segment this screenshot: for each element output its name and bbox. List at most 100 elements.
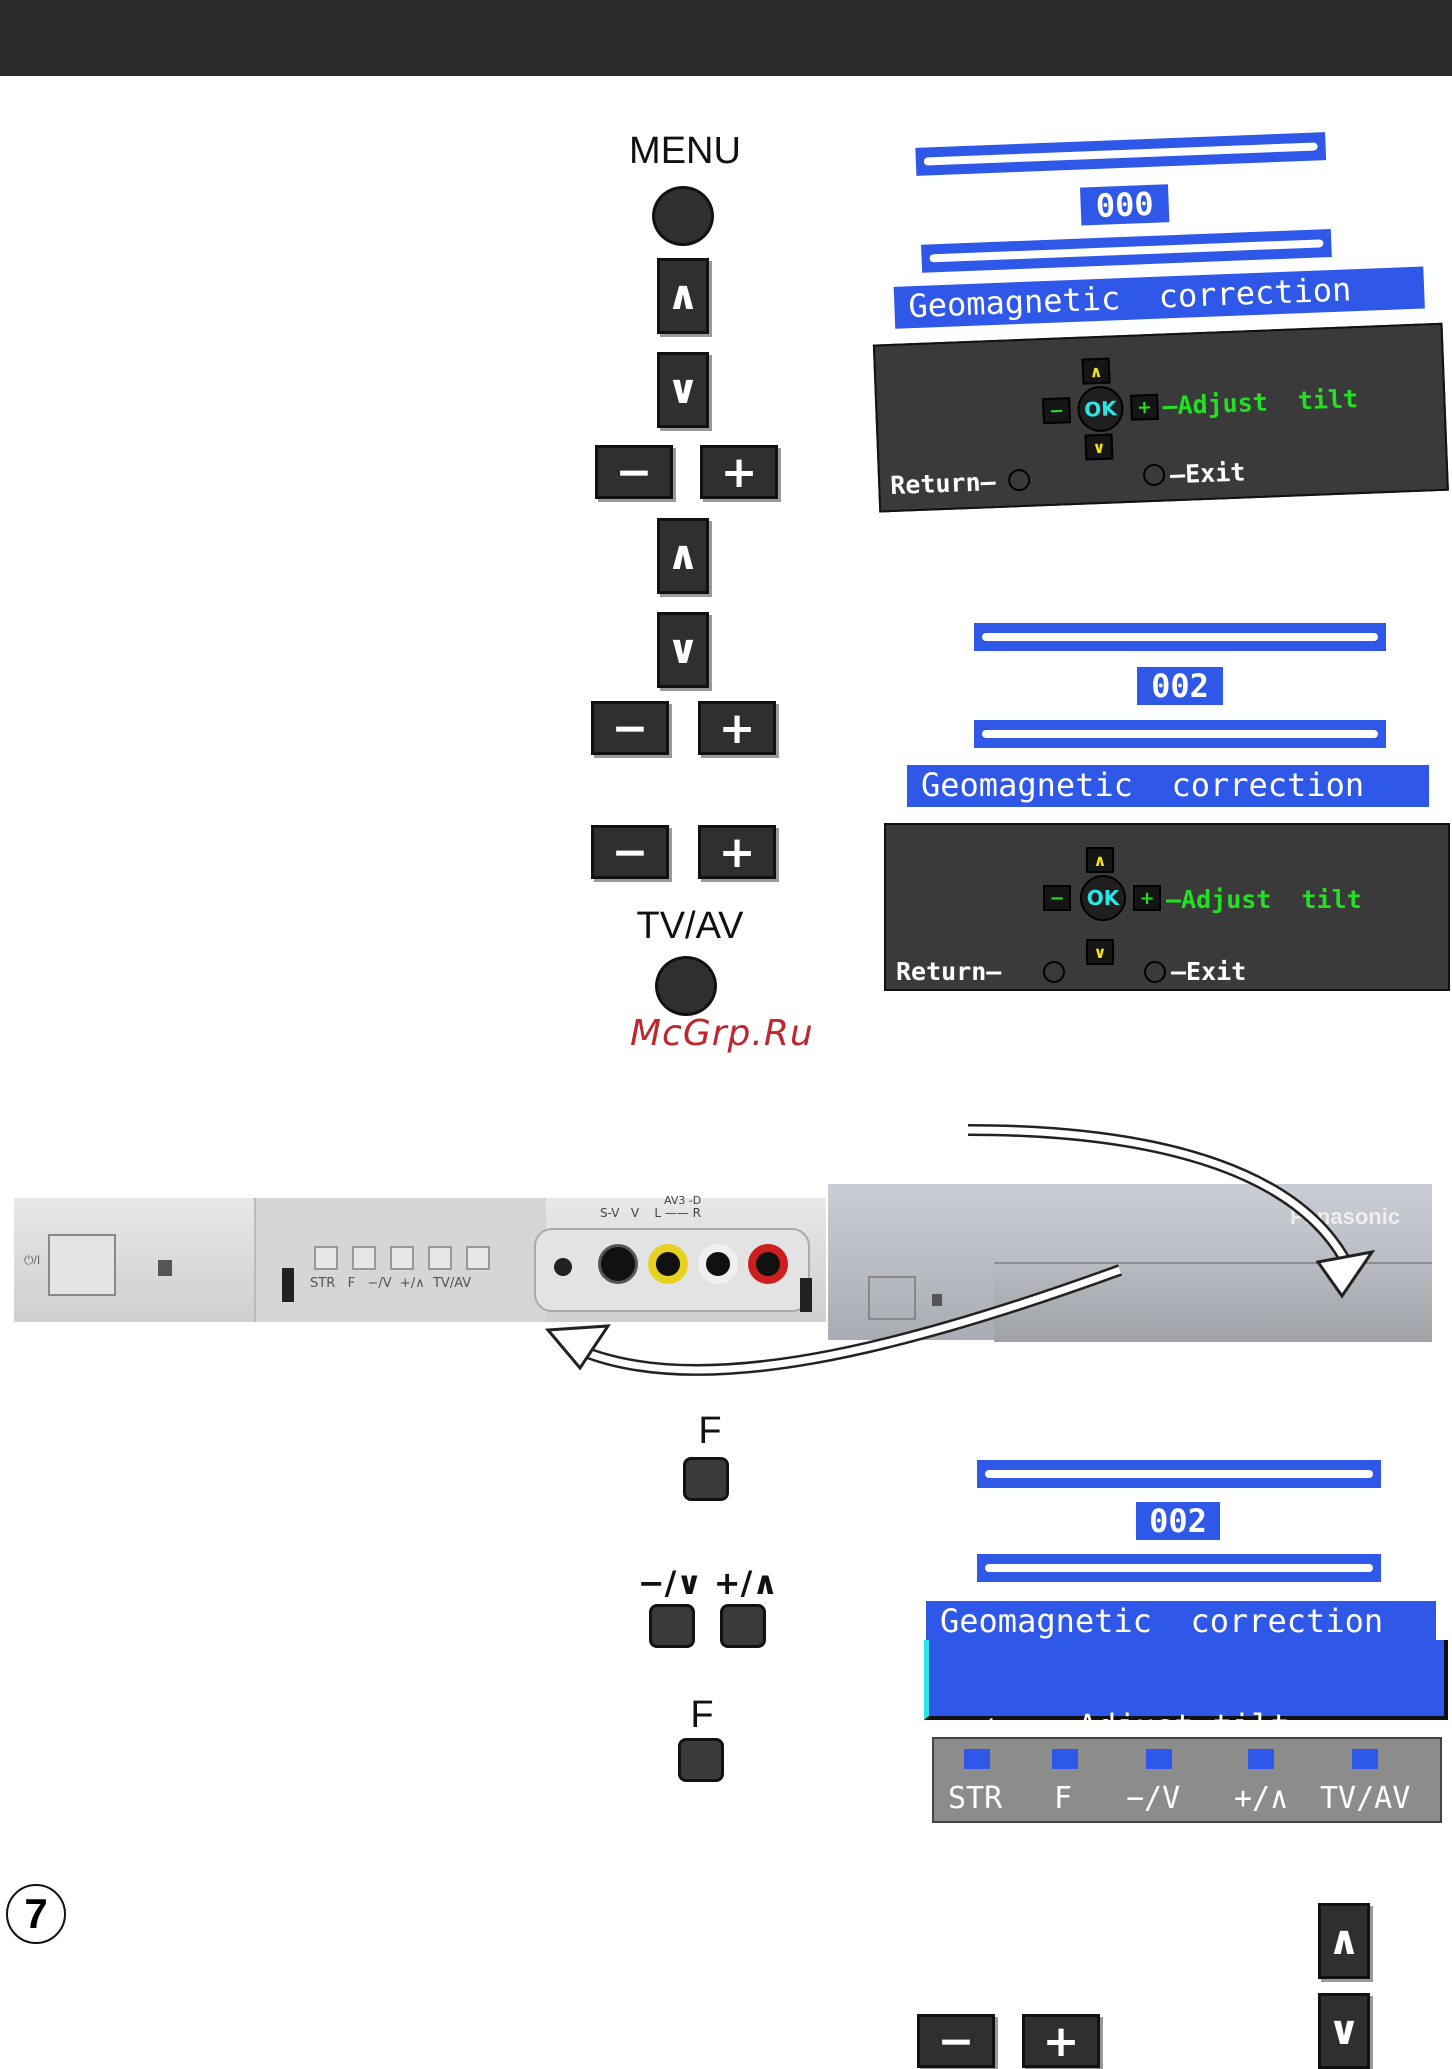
plus-button-2[interactable]: +: [698, 701, 776, 755]
osd2-return-text: Return—: [896, 957, 1002, 986]
front-door[interactable]: [994, 1262, 1432, 1342]
strip-label-plus: +/∧: [1234, 1781, 1289, 1816]
power-switch[interactable]: [48, 1234, 116, 1296]
osd2-return-icon: [1043, 961, 1065, 983]
strip-label-minus: −/V: [1126, 1781, 1181, 1816]
f-button[interactable]: [683, 1457, 729, 1501]
minus-button-2[interactable]: −: [591, 701, 669, 755]
panel-btn-plus[interactable]: [428, 1246, 452, 1270]
video-jack[interactable]: [648, 1244, 688, 1284]
strip-indicator-minus: [1146, 1749, 1172, 1769]
osd3-help-line-1: −,+ : Adjust tilt: [943, 1707, 1290, 1745]
down-button-3[interactable]: ∨: [1318, 1993, 1370, 2069]
minus-button[interactable]: −: [595, 445, 673, 499]
panel-btn-f[interactable]: [352, 1246, 376, 1270]
osd2-down-icon: ∨: [1086, 939, 1114, 965]
down-button[interactable]: ∨: [657, 352, 709, 428]
osd1-title: Geomagnetic correction: [893, 266, 1425, 329]
osd2-title: Geomagnetic correction: [907, 765, 1429, 807]
osd2-ok-icon: OK: [1080, 875, 1126, 921]
strip-label-f: F: [1054, 1781, 1073, 1816]
audio-l-jack[interactable]: [698, 1244, 738, 1284]
osd2-number: 002: [1137, 667, 1223, 705]
panel-btn-tvav[interactable]: [466, 1246, 490, 1270]
osd3-mid-bar: [977, 1554, 1381, 1582]
panel-clip-left: [282, 1268, 294, 1302]
tv-panel-open: ⏻/I STR F −/V +/∧ TV/AV S-V V L —— R AV3…: [14, 1194, 826, 1322]
osd2-top-bar: [974, 623, 1386, 651]
panel-clip-right: [800, 1278, 812, 1312]
osd3-title: Geomagnetic correction: [926, 1601, 1436, 1641]
strip-indicator-f: [1052, 1749, 1078, 1769]
tvav-label: TV/AV: [636, 905, 744, 947]
panel-btn-minus[interactable]: [390, 1246, 414, 1270]
plus-up-button[interactable]: [720, 1604, 766, 1648]
osd2-exit-icon: [1144, 961, 1166, 983]
osd1-up-icon: ∧: [1081, 357, 1111, 385]
strip-indicator-tvav: [1352, 1749, 1378, 1769]
up-button-3[interactable]: ∧: [1318, 1903, 1370, 1979]
watermark-text: McGrp.Ru: [630, 1013, 814, 1054]
jack-labels: S-V V L —— R: [600, 1206, 702, 1220]
down-button-2[interactable]: ∨: [657, 612, 709, 688]
header-bar: [0, 0, 1452, 76]
arrow-head-left: [544, 1324, 611, 1371]
osd1-down-icon: ∨: [1084, 433, 1114, 461]
menu-button[interactable]: [652, 186, 714, 246]
f-button-2[interactable]: [678, 1738, 724, 1782]
osd1-exit-icon: [1142, 463, 1166, 487]
plus-up-label: +/∧: [713, 1564, 779, 1602]
strip-label-str: STR: [948, 1781, 1003, 1816]
osd1-help-box: ∧ OK − + ∨ —Adjust tilt Return— —Exit: [872, 322, 1449, 513]
minus-down-button[interactable]: [649, 1604, 695, 1648]
door-arrows: [544, 1124, 1376, 1376]
osd2-minus-icon: −: [1043, 885, 1071, 911]
panel-btn-str[interactable]: [314, 1246, 338, 1270]
av3-label: AV3 -D: [664, 1194, 702, 1207]
strip-indicator-plus: [1248, 1749, 1274, 1769]
osd2-up-icon: ∧: [1086, 847, 1114, 873]
headphone-jack[interactable]: [554, 1258, 572, 1276]
audio-r-jack[interactable]: [748, 1244, 788, 1284]
osd1-minus-icon: −: [1042, 397, 1072, 425]
osd1-number: 000: [1079, 184, 1170, 226]
step-number-badge: 7: [6, 1884, 66, 1944]
svideo-jack[interactable]: [598, 1244, 638, 1284]
up-button-2[interactable]: ∧: [657, 518, 709, 594]
osd1-ok-icon: OK: [1076, 385, 1125, 433]
osd3-top-bar: [977, 1460, 1381, 1488]
panel-button-labels: STR F −/V +/∧ TV/AV: [310, 1276, 472, 1291]
power-switch-closed[interactable]: [868, 1276, 916, 1320]
plus-button-3[interactable]: +: [698, 825, 776, 879]
menu-label: MENU: [629, 130, 741, 172]
minus-button-4[interactable]: −: [917, 2014, 995, 2068]
osd1-return-icon: [1007, 468, 1031, 492]
osd1-exit-text: —Exit: [1169, 457, 1246, 490]
strip-label-tvav: TV/AV: [1320, 1781, 1411, 1816]
osd2-help-box: ∧ OK − + ∨ —Adjust tilt Return— —Exit: [884, 823, 1450, 991]
tvav-button[interactable]: [655, 956, 717, 1016]
osd3-button-strip: STR F −/V +/∧ TV/AV: [932, 1737, 1442, 1823]
osd1-return-text: Return—: [889, 467, 997, 501]
f-label: F: [698, 1410, 722, 1452]
minus-down-label: −/∨: [637, 1564, 703, 1602]
indicator-led-closed: [932, 1294, 942, 1306]
indicator-led: [158, 1260, 172, 1276]
osd3-number: 002: [1136, 1502, 1220, 1540]
osd1-adjust-text: —Adjust tilt: [1161, 384, 1359, 421]
osd1-mid-bar: [921, 228, 1332, 273]
plus-button-4[interactable]: +: [1022, 2014, 1100, 2068]
power-label: ⏻/I: [24, 1253, 41, 1267]
up-button[interactable]: ∧: [657, 258, 709, 334]
osd1-plus-icon: +: [1129, 393, 1159, 421]
plus-button[interactable]: +: [700, 445, 778, 499]
osd1-top-bar: [915, 132, 1327, 176]
osd2-mid-bar: [974, 720, 1386, 748]
minus-button-3[interactable]: −: [591, 825, 669, 879]
strip-indicator-str: [964, 1749, 990, 1769]
f-label-2: F: [690, 1694, 714, 1736]
osd2-plus-icon: +: [1133, 885, 1161, 911]
arrow-head-right: [1315, 1249, 1376, 1299]
osd2-adjust-text: —Adjust tilt: [1166, 885, 1362, 914]
osd2-exit-text: —Exit: [1171, 957, 1247, 986]
